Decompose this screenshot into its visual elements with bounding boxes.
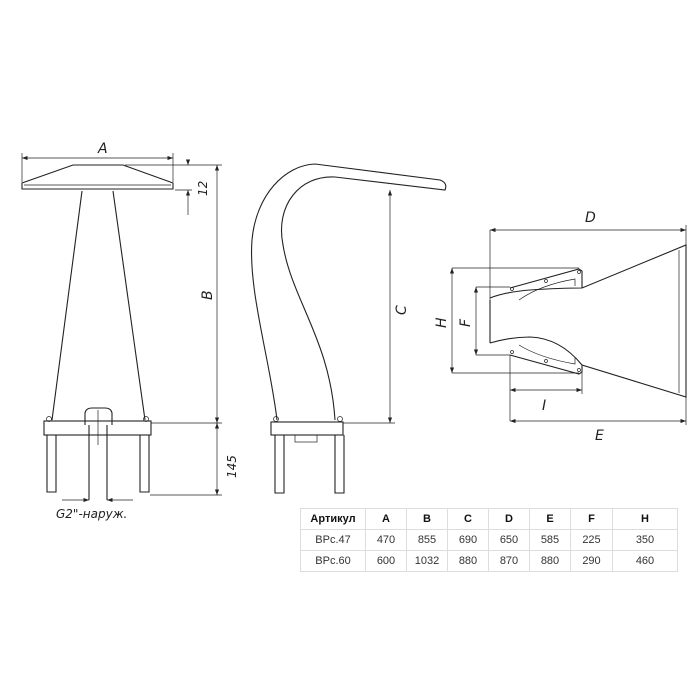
- dim-label-E: E: [595, 428, 604, 444]
- cell: 350: [612, 529, 678, 551]
- cell: 650: [488, 529, 530, 551]
- cell: 225: [570, 529, 613, 551]
- cell: 460: [612, 550, 678, 572]
- header-B: B: [406, 508, 448, 530]
- table-row: BPc.60 600 1032 880 870 880 290 460: [300, 550, 678, 572]
- header-D: D: [488, 508, 530, 530]
- top-view: D H F I E: [434, 210, 687, 444]
- dim-label-D: D: [585, 210, 596, 226]
- header-H: H: [612, 508, 678, 530]
- side-view: C: [250, 163, 447, 494]
- cell: 880: [447, 550, 489, 572]
- table-row: BPc.47 470 855 690 650 585 225 350: [300, 529, 678, 551]
- cell: 870: [488, 550, 530, 572]
- cell: 600: [365, 550, 407, 572]
- cell: 470: [365, 529, 407, 551]
- dim-label-F: F: [458, 318, 474, 327]
- cell: BPc.60: [300, 550, 366, 572]
- dim-label-145: 145: [225, 455, 239, 478]
- table-header-row: Артикул A B C D E F H: [300, 508, 678, 530]
- dim-label-12: 12: [196, 181, 210, 196]
- dim-label-C: C: [394, 305, 410, 315]
- dim-label-A: A: [97, 141, 108, 157]
- front-view: A 12 B 145 G2"-наруж.: [21, 141, 239, 521]
- cell: BPc.47: [300, 529, 366, 551]
- header-article: Артикул: [300, 508, 366, 530]
- thread-label: G2"-наруж.: [56, 507, 127, 521]
- dim-label-B: B: [200, 290, 216, 300]
- cell: 585: [529, 529, 571, 551]
- cell: 855: [406, 529, 448, 551]
- cell: 290: [570, 550, 613, 572]
- dim-label-I: I: [542, 398, 546, 414]
- dimensions-table: Артикул A B C D E F H BPc.47 470 855 690…: [300, 508, 678, 572]
- cell: 880: [529, 550, 571, 572]
- header-E: E: [529, 508, 571, 530]
- dim-label-H: H: [434, 317, 450, 328]
- header-C: C: [447, 508, 489, 530]
- header-A: A: [365, 508, 407, 530]
- cell: 1032: [406, 550, 448, 572]
- header-F: F: [570, 508, 613, 530]
- cell: 690: [447, 529, 489, 551]
